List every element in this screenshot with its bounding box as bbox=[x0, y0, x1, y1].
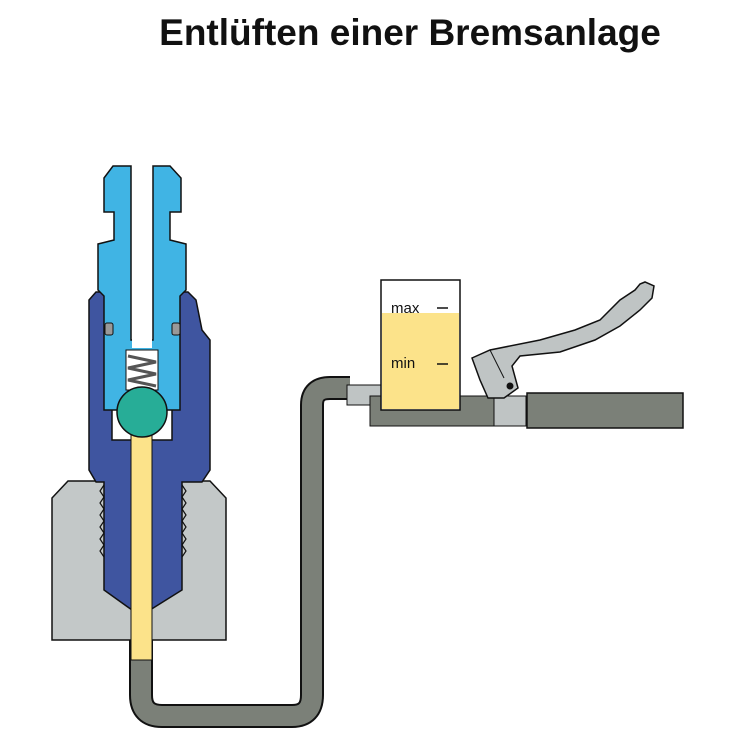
o-ring-right bbox=[171, 322, 181, 336]
diagram-title: Entlüften einer Bremsanlage bbox=[159, 12, 661, 53]
min-label: min bbox=[391, 355, 415, 372]
handlebar-grip bbox=[526, 392, 684, 429]
spring bbox=[127, 354, 157, 388]
thread bbox=[99, 484, 187, 558]
bore bbox=[132, 158, 152, 348]
lever-pivot bbox=[506, 382, 514, 390]
fluid-channel bbox=[130, 424, 153, 661]
brake-lever bbox=[471, 281, 655, 399]
o-ring-left bbox=[104, 322, 114, 336]
check-ball bbox=[116, 386, 168, 438]
max-label: max bbox=[391, 300, 420, 317]
reservoir-fluid bbox=[382, 313, 459, 409]
clamp bbox=[493, 395, 527, 427]
